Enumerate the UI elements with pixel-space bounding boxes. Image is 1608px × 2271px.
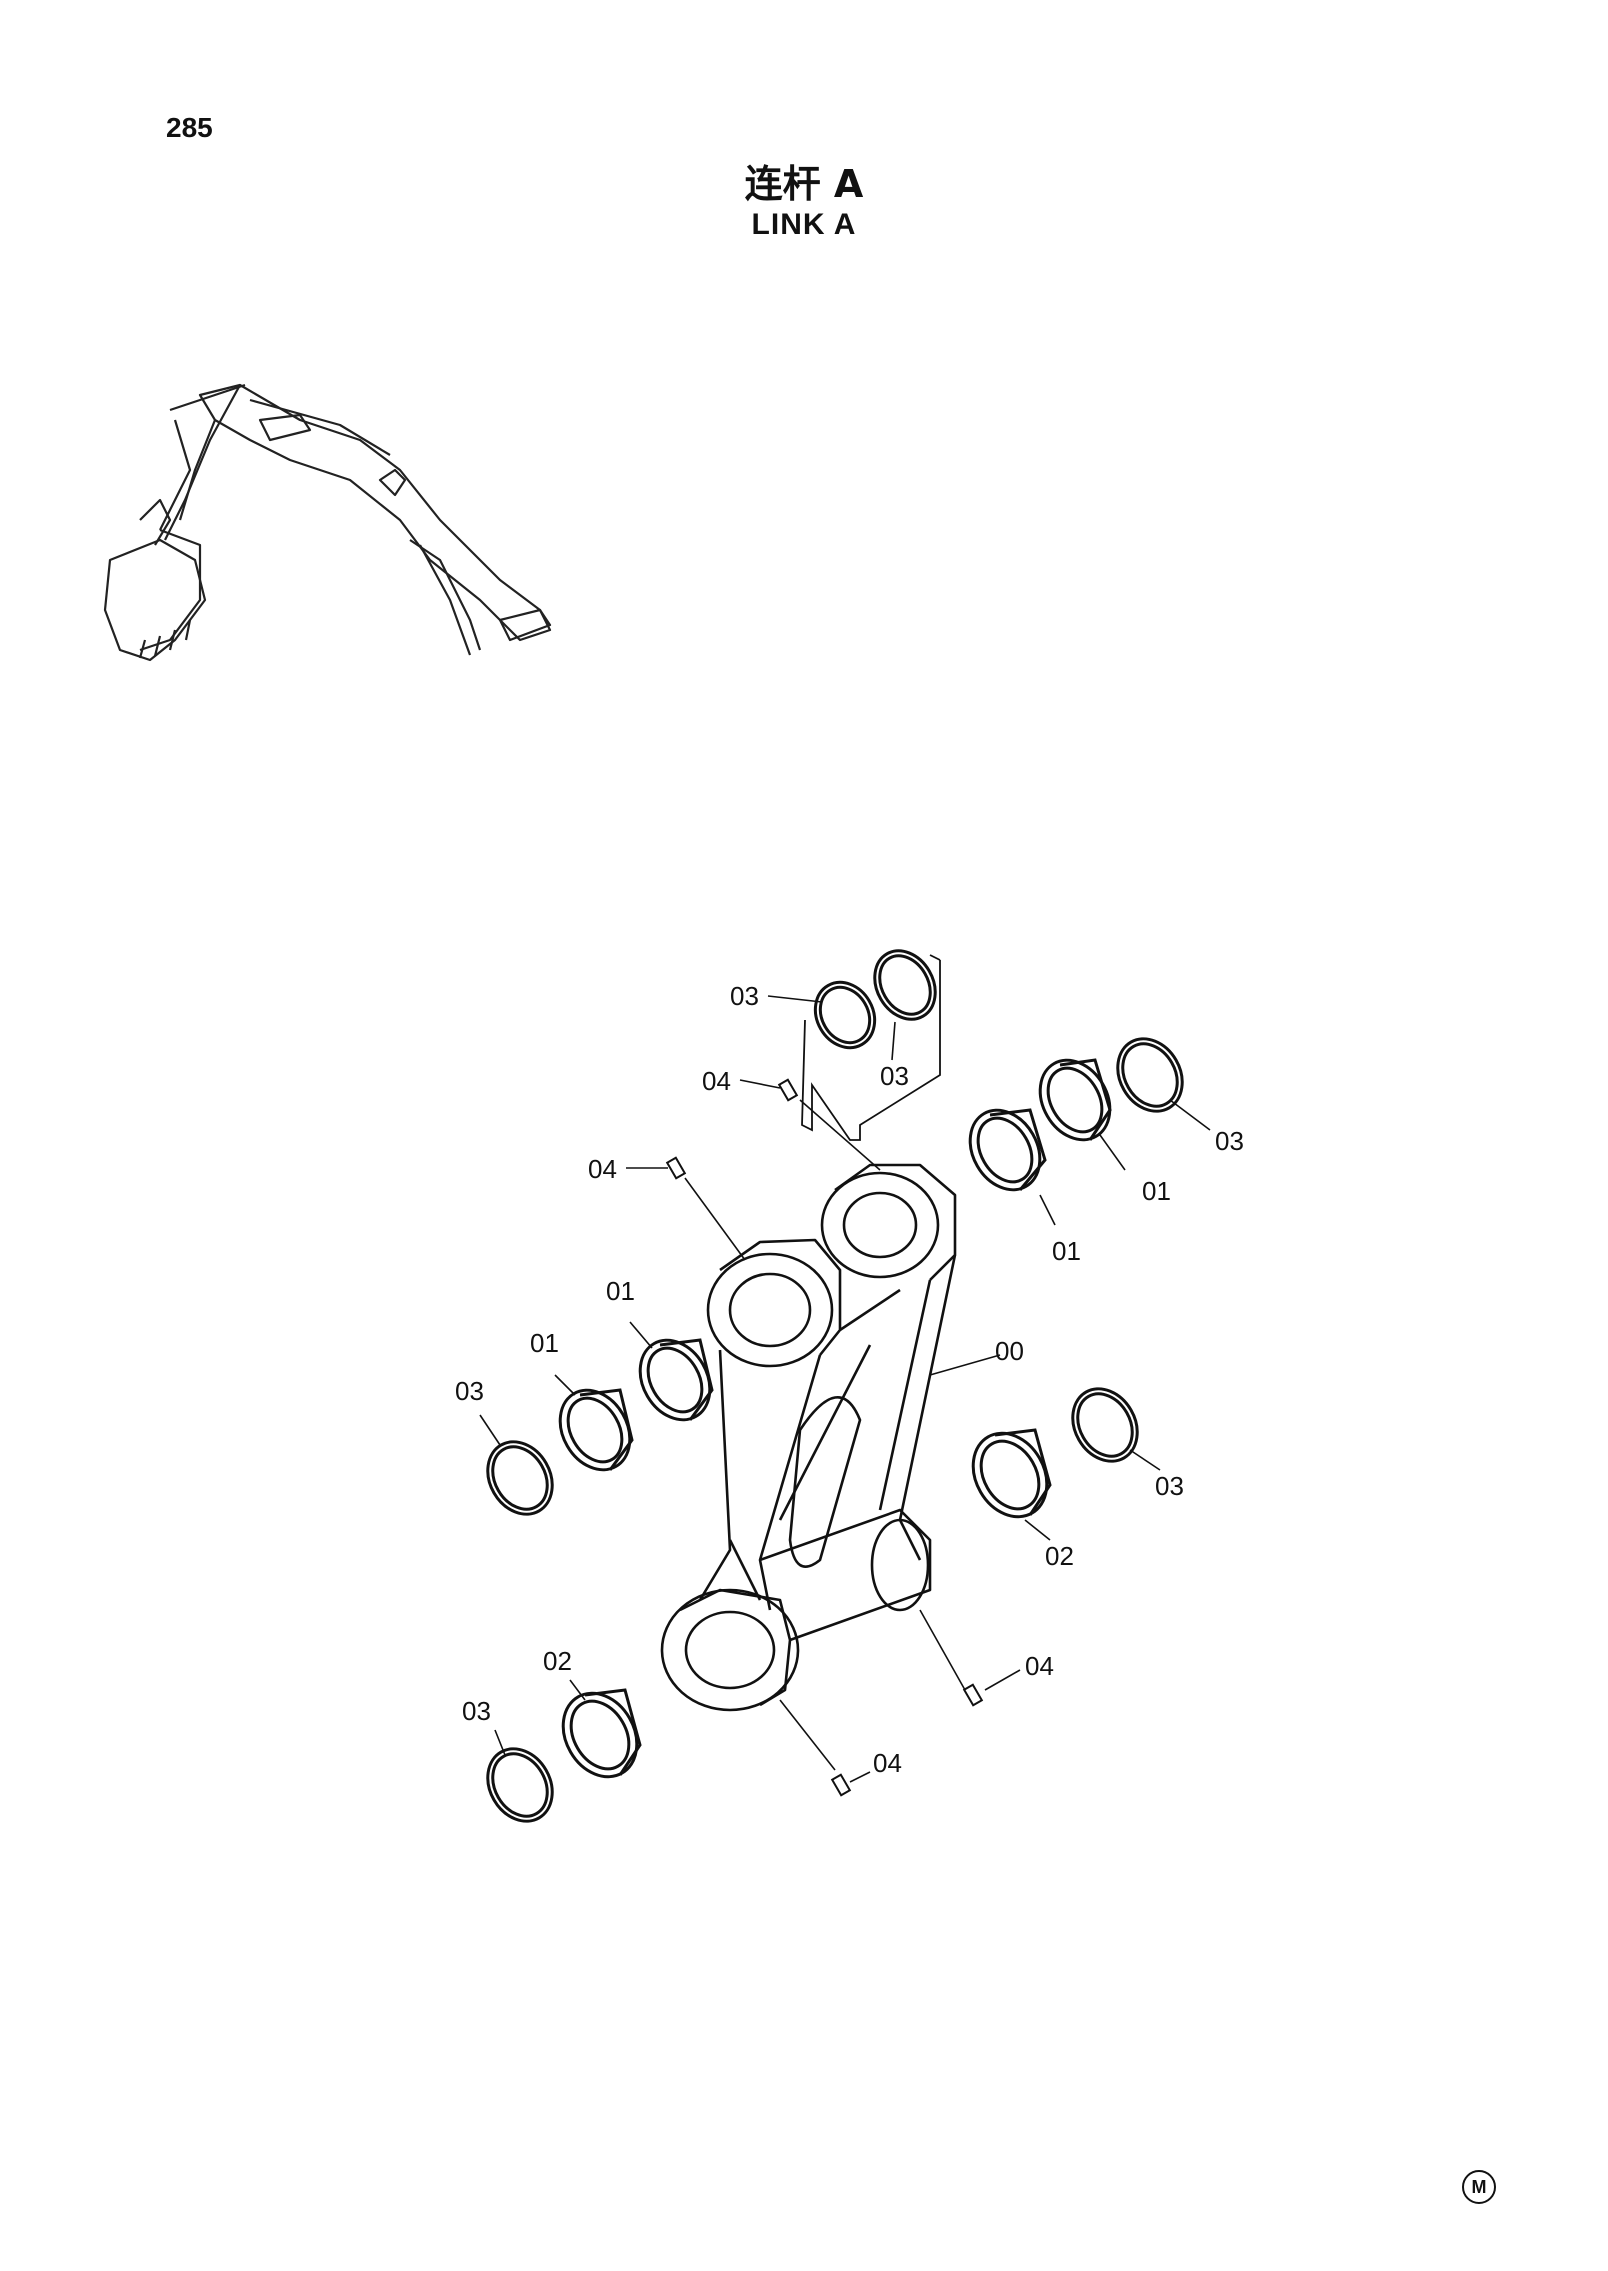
upper-ring-group: [801, 949, 941, 1141]
manufacturer-mark: M: [1462, 2170, 1496, 2204]
callout-link-body: 00: [995, 1336, 1024, 1366]
seal-ring: [813, 980, 877, 1050]
page-number: 285: [166, 112, 213, 143]
right-lower-bushings: [971, 1387, 1139, 1519]
excavator-locator-illustration: [103, 383, 552, 662]
callout-bushing-left-outer: 01: [530, 1328, 559, 1358]
grease-fittings: [665, 1078, 984, 1797]
callout-ring-right-lower: 03: [1155, 1471, 1184, 1501]
title-chinese: 连杆 A: [744, 162, 864, 206]
callout-bushing-left-inner: 01: [606, 1276, 635, 1306]
link-body: [660, 1163, 957, 1712]
callout-ring-right-upper: 03: [1215, 1126, 1244, 1156]
callouts: 03 03 04 04 03 01 01 01 01 03 00 03 02 0…: [455, 981, 1244, 1778]
seal-ring: [873, 949, 937, 1021]
callout-bushing-right-outer: 01: [1142, 1176, 1171, 1206]
right-upper-bushings: [968, 1037, 1184, 1192]
leader-lines: [479, 995, 1211, 1783]
callout-ring-left-lower: 03: [462, 1696, 491, 1726]
callout-ring-upper-left: 03: [730, 981, 759, 1011]
title-english: LINK A: [751, 208, 857, 241]
callout-bushing-right-lower: 02: [1045, 1541, 1074, 1571]
left-mid-bushings: [486, 1338, 714, 1516]
callout-bushing-left-lower: 02: [543, 1646, 572, 1676]
callout-bushing-right-inner: 01: [1052, 1236, 1081, 1266]
callout-ring-upper-right: 03: [880, 1061, 909, 1091]
callout-fitting-upper: 04: [702, 1066, 731, 1096]
callout-fitting-right-lower: 04: [1025, 1651, 1054, 1681]
callout-fitting-bottom: 04: [873, 1748, 902, 1778]
callout-ring-left-mid: 03: [455, 1376, 484, 1406]
callout-fitting-left: 04: [588, 1154, 617, 1184]
left-lower-bushings: [486, 1688, 642, 1823]
